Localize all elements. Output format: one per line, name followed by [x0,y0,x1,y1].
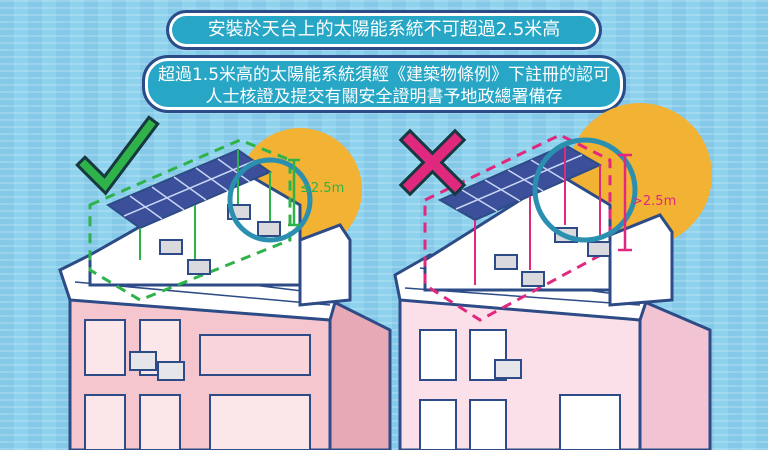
left-zoom-circle [227,157,313,243]
right-height-label: >2.5m [632,194,676,209]
right-zoom-circle [532,137,638,243]
note-line-2: 人士核證及提交有關安全證明書予地政總署備存 [205,87,563,107]
title-text: 安裝於天台上的太陽能系統不可超過2.5米高 [207,19,561,40]
cross-icon [398,128,467,197]
note-line-1: 超過1.5米高的太陽能系統須經《建築物條例》下註冊的認可 [157,65,611,85]
left-height-label: ≤2.5m [300,181,344,196]
title-banner: 安裝於天台上的太陽能系統不可超過2.5米高 [166,10,602,50]
note-banner: 超過1.5米高的太陽能系統須經《建築物條例》下註冊的認可 人士核證及提交有關安全… [142,55,626,113]
right-building: >2.5m [393,103,712,450]
left-building: ≤2.5m [58,115,392,450]
